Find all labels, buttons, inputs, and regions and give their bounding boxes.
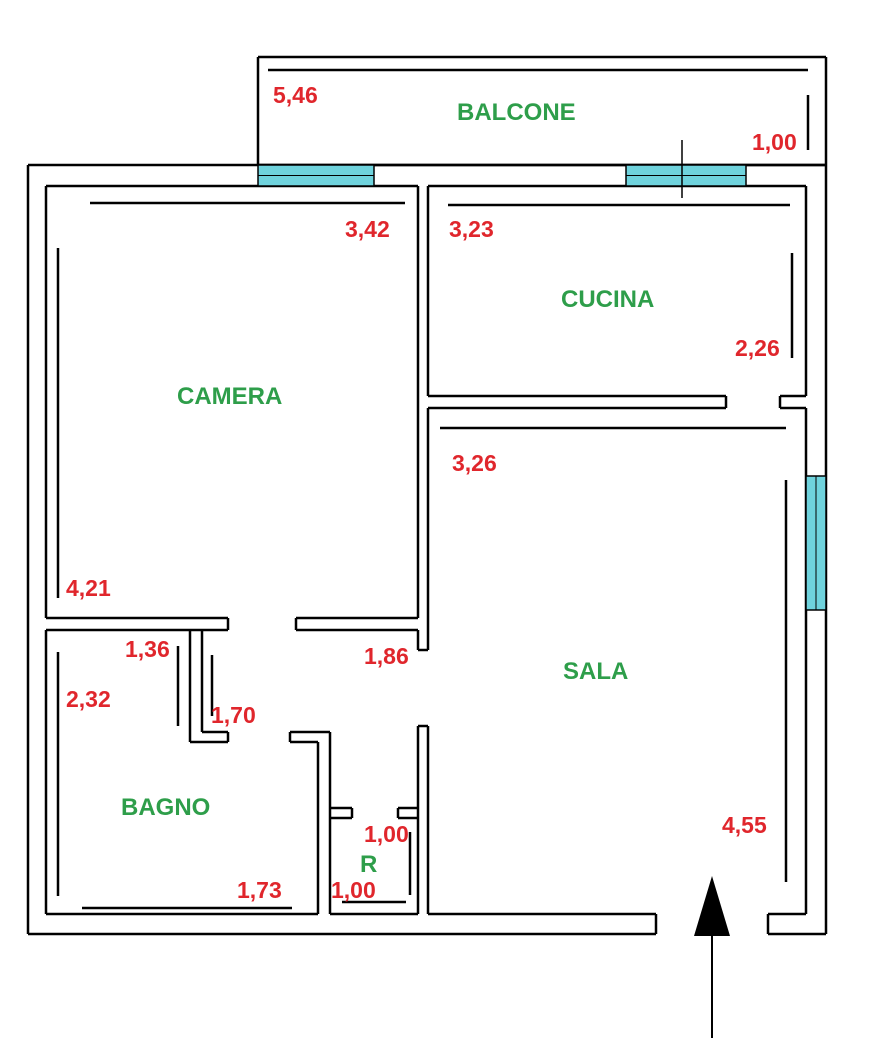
dim-camera-width: 3,42	[345, 216, 390, 242]
dim-bagno-entry: 1,36	[125, 636, 170, 662]
dim-balcone-width: 5,46	[273, 82, 318, 108]
bagno-walls	[44, 630, 332, 916]
room-label-cucina: CUCINA	[561, 286, 654, 313]
dim-camera-depth: 4,21	[66, 575, 111, 601]
dim-sala-width: 3,26	[452, 450, 497, 476]
room-label-bagno: BAGNO	[121, 794, 210, 821]
entrance-arrow-icon	[694, 876, 730, 1038]
dim-bagno-depth: 2,32	[66, 686, 111, 712]
dim-bagno-width: 1,73	[237, 877, 282, 903]
room-label-ripostiglio: R	[360, 851, 377, 878]
dim-cucina-width: 3,23	[449, 216, 494, 242]
dim-rip-width: 1,00	[331, 877, 376, 903]
room-label-sala: SALA	[563, 658, 628, 685]
windows	[257, 140, 827, 611]
dim-sala-depth: 4,55	[722, 812, 767, 838]
dim-cucina-depth: 2,26	[735, 335, 780, 361]
ripostiglio-walls	[330, 806, 418, 916]
dim-hall-width: 1,86	[364, 643, 409, 669]
room-label-balcone: BALCONE	[457, 99, 576, 126]
sala-walls	[416, 408, 788, 914]
room-label-camera: CAMERA	[177, 383, 282, 410]
dim-hall-depth: 1,70	[211, 702, 256, 728]
dim-balcone-depth: 1,00	[752, 129, 797, 155]
dim-rip-depth: 1,00	[364, 821, 409, 847]
cucina-walls	[426, 186, 806, 410]
camera-walls	[46, 186, 420, 632]
